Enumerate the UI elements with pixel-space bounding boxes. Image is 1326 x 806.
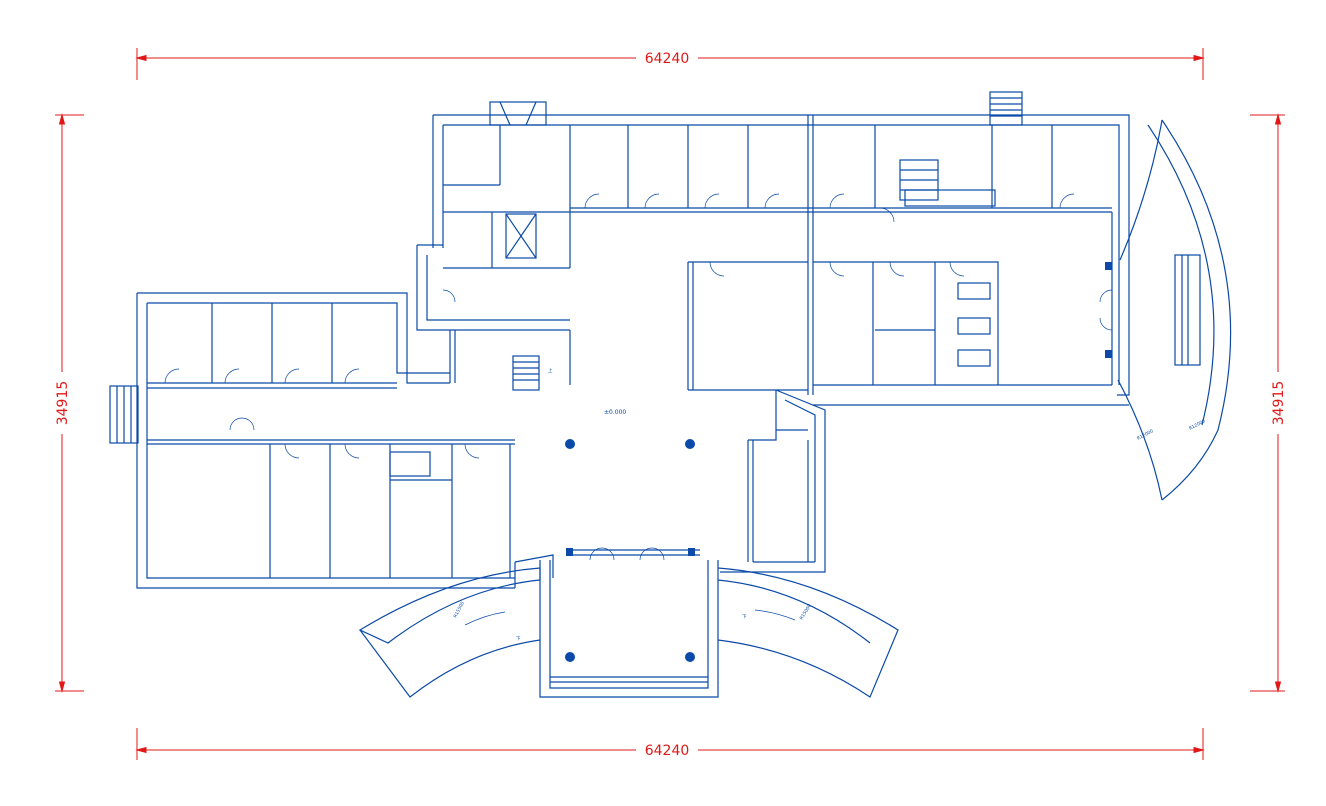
stair-up-label: 上 (548, 367, 553, 374)
ramp-arrows (464, 609, 796, 626)
dimension-left-label: 34915 (55, 381, 71, 426)
elevation-label: ±0.000 (604, 409, 626, 416)
dimension-bottom-label: 64240 (645, 743, 690, 759)
dimension-left (52, 113, 84, 693)
dimension-bottom (135, 728, 1205, 760)
ramp-right-down: 下 (742, 614, 747, 620)
curved-ramps (358, 119, 1232, 698)
building-walls (109, 91, 1201, 698)
dimension-top-label: 64240 (645, 51, 690, 67)
ramp-right-radius: R15000 (799, 603, 813, 621)
doors (164, 193, 1113, 561)
columns (565, 262, 1112, 662)
dimension-right-label: 34915 (1271, 381, 1287, 426)
east-inner-radius: R12000 (1188, 418, 1206, 432)
dimension-top (135, 48, 1205, 80)
ramp-left-down: 下 (516, 636, 521, 642)
dimension-right (1250, 113, 1288, 693)
